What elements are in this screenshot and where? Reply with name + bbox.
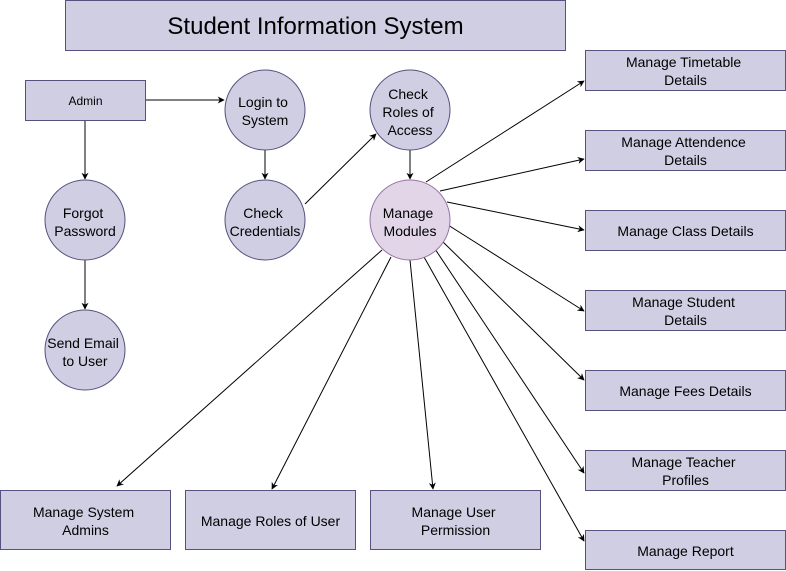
node-label: Permission [421,522,490,538]
node-label: System [242,112,289,128]
svg-text:Manage Timetable Details: Manage Timetable Details [626,54,745,88]
node-manage-class: Manage Class Details [585,210,786,251]
svg-text:Manage Fees Details: Manage Fees Details [619,383,751,399]
edge-modules-fees [440,239,585,381]
node-label: Admin [68,94,102,108]
node-label: Details [664,312,707,328]
node-manage-report: Manage Report [585,530,786,570]
node-label: Manage Student [632,294,735,310]
node-label: Manage Report [637,543,734,559]
svg-text:Manage User Permission: Manage User Permission [412,504,500,538]
edge-modules-timetable [425,80,585,183]
node-label: Modules [384,223,437,239]
edge-modules-student [447,224,585,312]
edge-modules-permission [409,259,436,490]
node-label: Manage Timetable [626,54,741,70]
svg-text:Manage Modules: Manage Modules [383,205,437,239]
edge-modules-roles-user [271,256,392,490]
node-manage-roles-user: Manage Roles of User [185,490,356,550]
node-label: Roles of [382,104,433,120]
node-login: Login to System [224,69,306,151]
node-label: Admins [62,522,109,538]
svg-text:Check Roles of Acc: Check Roles of Access [382,86,437,138]
node-send-email: Send Email to User [44,309,126,391]
node-label: Manage Attendence [621,134,746,150]
node-label: Manage Roles of User [201,513,341,529]
svg-text:Manage Attendence Detail: Manage Attendence Details [621,134,749,168]
svg-text:Send Email to User: Send Email to User [47,335,122,369]
node-label: Check [388,86,429,102]
node-manage-student: Manage Student Details [585,290,786,331]
node-label: Forgot [63,205,104,221]
node-label: Credentials [230,223,301,239]
node-manage-user-permission: Manage User Permission [370,490,541,550]
svg-text:Manage Roles of User: Manage Roles of User [201,513,341,529]
edge-modules-attendance [439,156,585,192]
svg-text:Manage Report: Manage Report [637,543,734,559]
node-manage-modules: Manage Modules [369,179,451,261]
node-forgot-password: Forgot Password [44,179,126,261]
svg-text:Manage Class Details: Manage Class Details [617,223,753,239]
node-label: Password [54,223,115,239]
node-manage-teacher: Manage Teacher Profiles [585,450,786,491]
edge-modules-class [446,201,585,233]
title-box: Student Information System [65,0,566,51]
node-manage-timetable: Manage Timetable Details [585,50,786,91]
node-manage-system-admins: Manage System Admins [0,490,171,550]
node-check-credentials: Check Credentials [224,179,306,261]
node-label: to User [62,353,107,369]
node-label: Manage [383,205,434,221]
svg-text:Manage Student Details: Manage Student Details [632,294,739,328]
node-label: Login to [238,94,288,110]
page-title: Student Information System [167,13,463,40]
edge-modules-system-admins [116,249,383,487]
node-label: Details [664,72,707,88]
node-label: Manage Fees Details [619,383,751,399]
edges [81,80,585,542]
node-label: Details [664,152,707,168]
edge-modules-report [423,256,585,542]
node-label: Access [387,122,432,138]
node-admin: Admin [25,80,146,121]
node-label: Manage Teacher [632,454,736,470]
node-label: Manage Class Details [617,223,753,239]
node-label: Check [243,205,284,221]
svg-text:Forgot Password: Forgot Password [54,205,115,239]
svg-text:Check Credentials: Check Credentials [230,205,301,239]
node-label: Manage User [412,504,496,520]
node-manage-fees: Manage Fees Details [585,370,786,411]
svg-text:Manage Teacher Profiles: Manage Teacher Profiles [632,454,740,488]
node-label: Profiles [662,472,709,488]
node-label: Send Email [47,335,119,351]
node-label: Manage System [33,504,134,520]
svg-text:Login to System: Login to System [238,94,292,128]
node-manage-attendance: Manage Attendence Details [585,130,786,171]
svg-text:Manage System Admins: Manage System Admins [33,504,138,538]
node-check-roles: Check Roles of Access [369,69,451,151]
edge-modules-teacher [434,248,585,474]
edge-credentials-roles [304,133,377,205]
